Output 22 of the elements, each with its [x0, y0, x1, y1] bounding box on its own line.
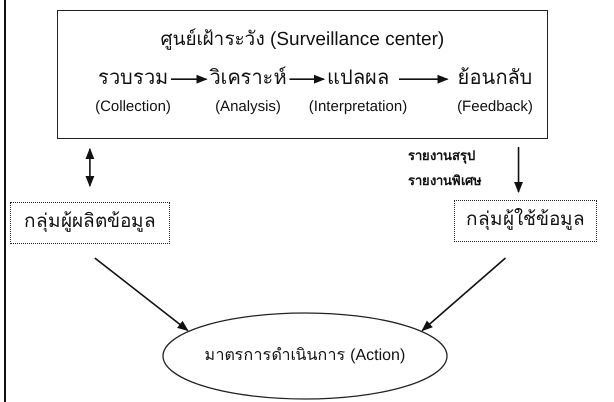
- arrow: [399, 74, 449, 84]
- arrow: [421, 257, 506, 332]
- node-text: แปลผล: [327, 66, 389, 90]
- node-subtext: (Feedback): [457, 98, 533, 116]
- node-subtext: (Interpretation): [308, 98, 408, 116]
- node-text: กลุ่มผู้ใช้ข้อมูล: [466, 209, 585, 232]
- arrow: [290, 74, 326, 84]
- arrow: [94, 257, 189, 332]
- node-subtext: (Collection): [95, 98, 171, 116]
- group-box: [454, 200, 597, 242]
- arrow: [171, 74, 208, 84]
- center-box: [57, 10, 548, 139]
- arrow: [514, 147, 524, 194]
- node-text: มาตรการดำเนินการ (Action): [204, 346, 406, 366]
- node-text: รวบรวม: [98, 66, 168, 90]
- node-text: ย้อนกลับ: [458, 66, 532, 90]
- node-text: กลุ่มผู้ผลิตข้อมูล: [24, 211, 156, 234]
- node-text: ศูนย์เฝ้าระวัง (Surveillance center): [160, 29, 444, 52]
- arrow: [85, 148, 94, 188]
- group-box: [10, 202, 170, 244]
- node-subtext: (Analysis): [215, 98, 281, 116]
- node-text: วิเคราะห์: [210, 66, 286, 90]
